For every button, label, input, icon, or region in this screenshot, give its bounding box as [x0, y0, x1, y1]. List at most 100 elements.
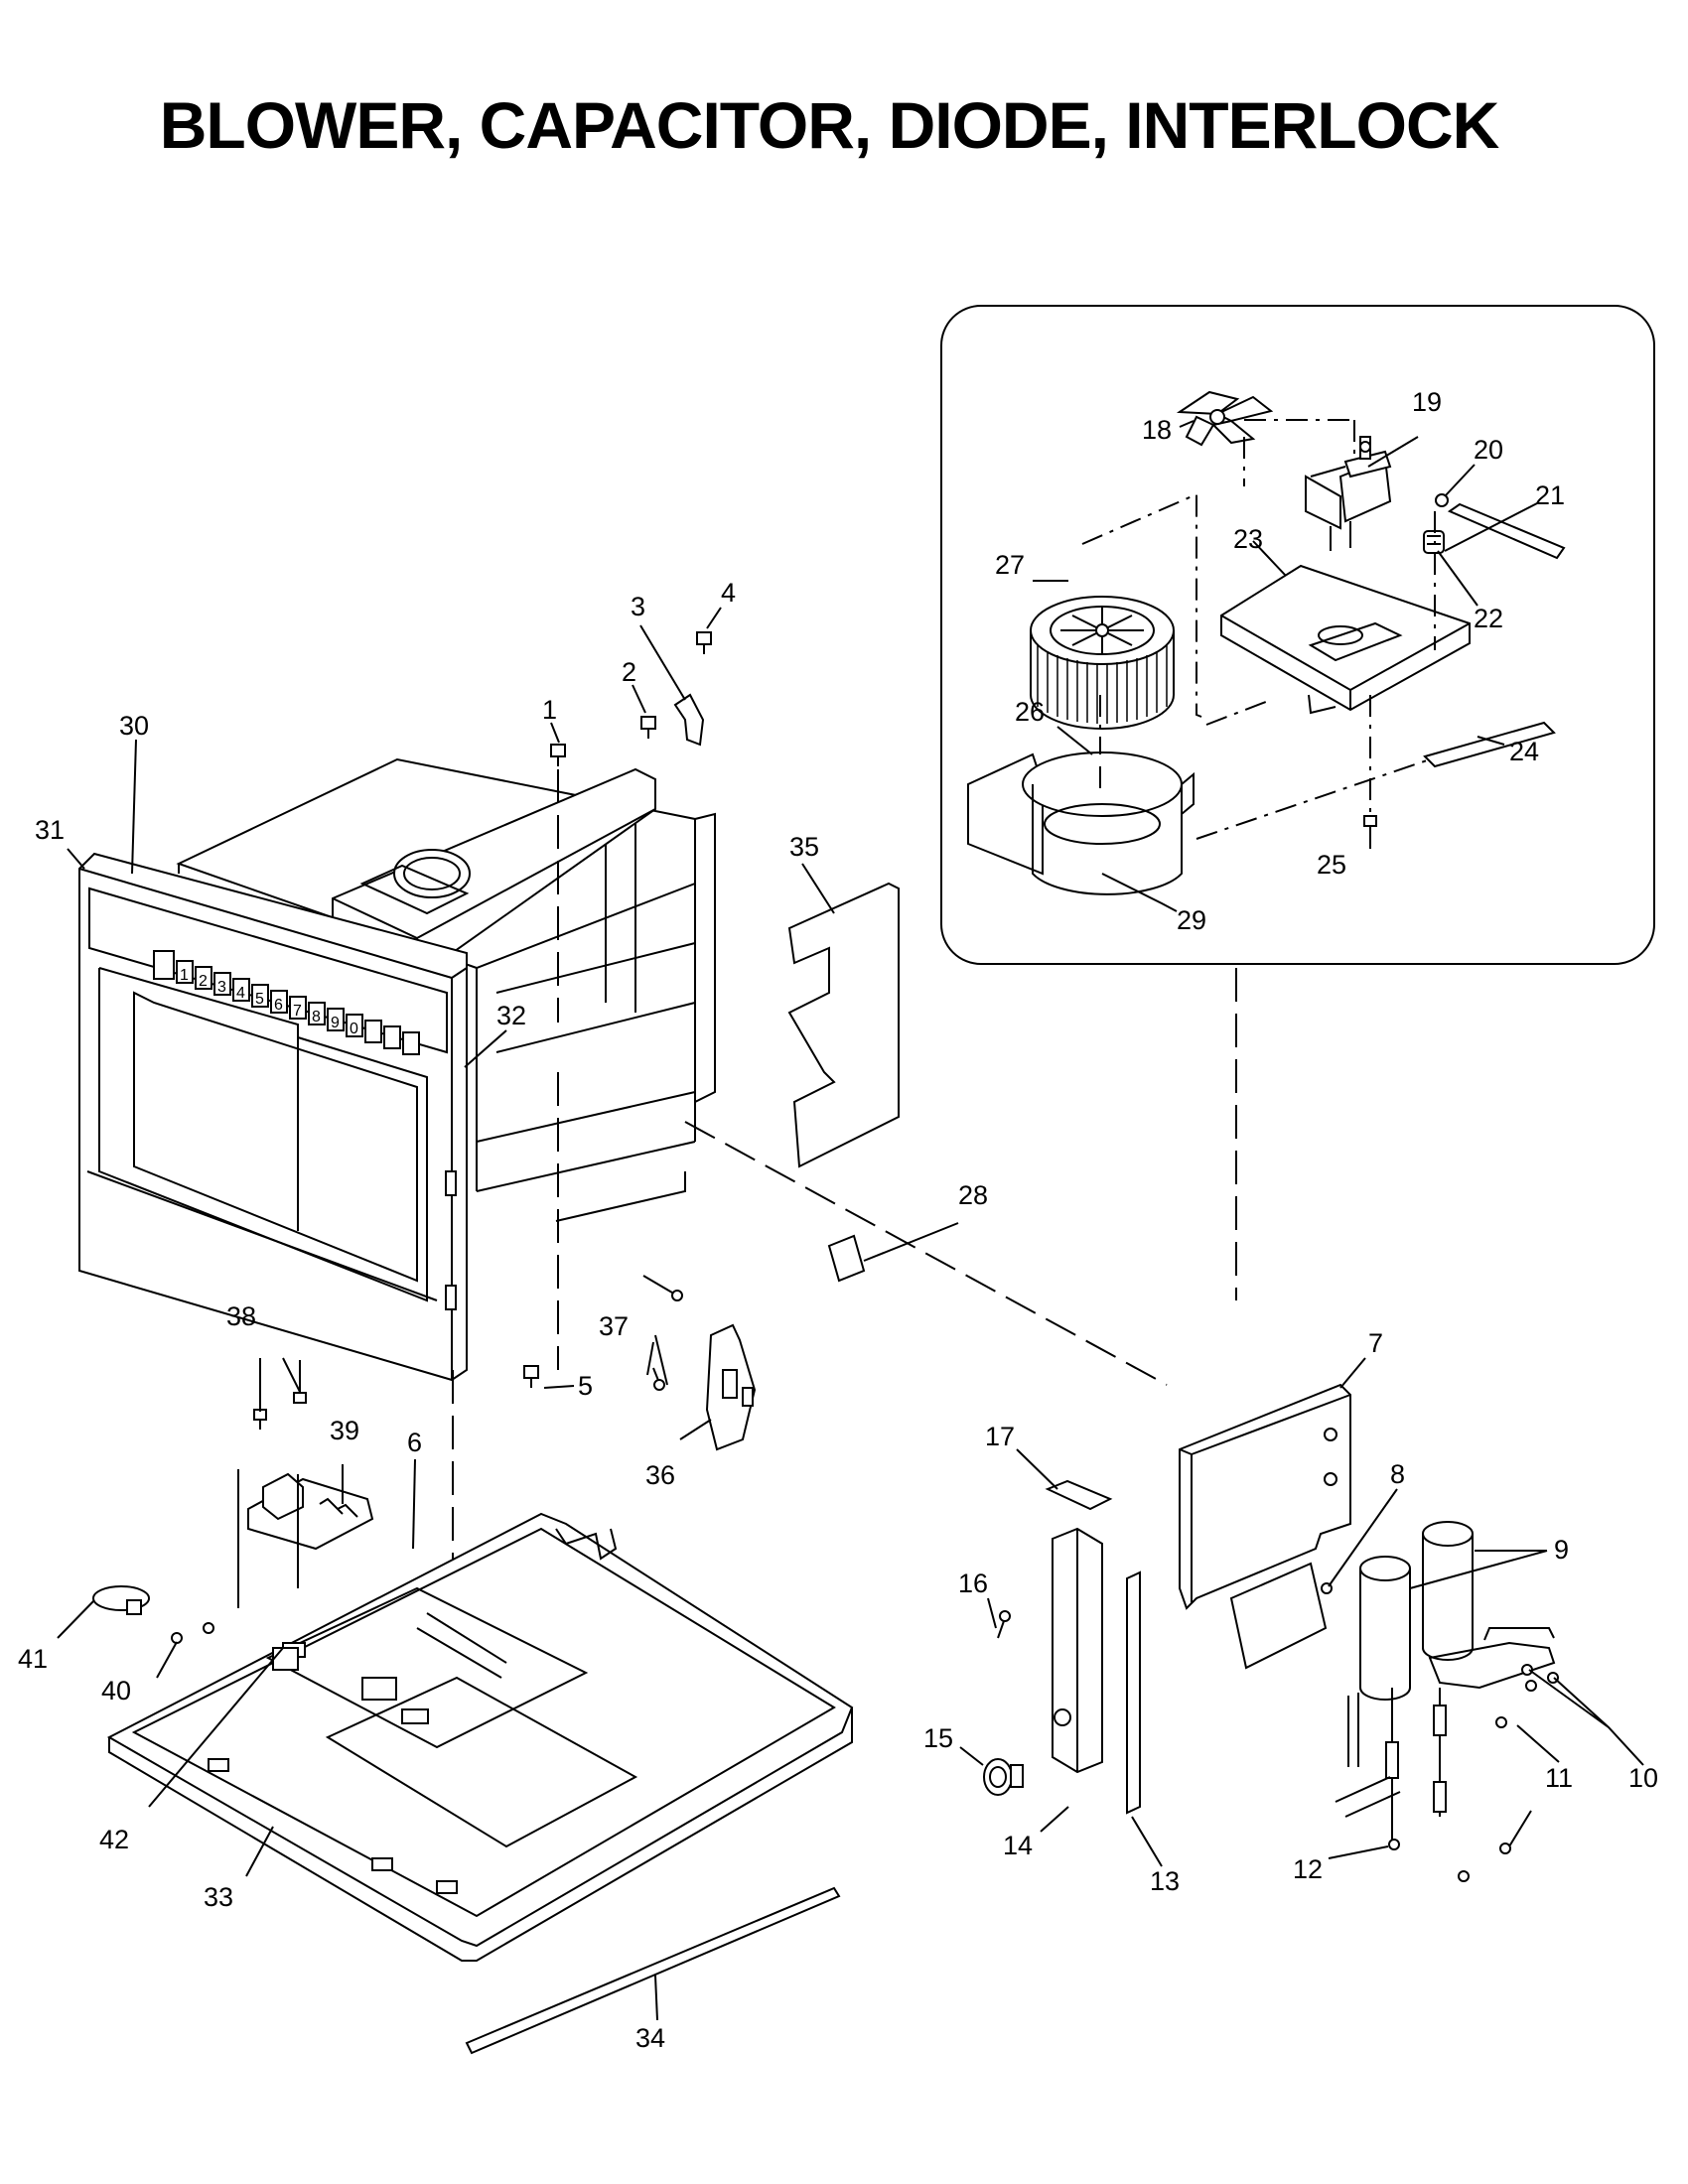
keypad-key-5 [251, 984, 269, 1008]
callout-37: 37 [599, 1311, 629, 1341]
blower-motor [1305, 436, 1392, 551]
callout-17: 17 [985, 1422, 1015, 1451]
keypad-key-label: 5 [255, 991, 264, 1008]
callout-33: 33 [204, 1882, 233, 1912]
blower-wheel [1030, 596, 1175, 730]
circuit-board [237, 1469, 374, 1608]
callout-20: 20 [1474, 435, 1503, 465]
screw-37 [642, 1275, 683, 1391]
callout-5: 5 [578, 1371, 593, 1401]
callout-13: 13 [1150, 1866, 1180, 1896]
screw-2 [640, 716, 656, 739]
keypad-key-label: 7 [293, 1003, 302, 1020]
interlock-switch-assembly [705, 1323, 757, 1451]
page-title: BLOWER, CAPACITOR, DIODE, INTERLOCK [159, 88, 1500, 162]
control-keypad: 1 2 3 4 5 6 7 8 9 0 [153, 950, 420, 1055]
capacitor-9 [1359, 1521, 1474, 1701]
keypad-key-7 [289, 996, 307, 1020]
strip-21 [1447, 502, 1566, 560]
nut-40b [203, 1622, 214, 1634]
screw-4 [696, 631, 712, 654]
screw-11c [1458, 1870, 1470, 1882]
callout-6: 6 [407, 1428, 422, 1457]
screw-5 [523, 1365, 539, 1388]
callout-10: 10 [1628, 1763, 1658, 1793]
motor-bracket [1220, 564, 1471, 715]
keypad-key-function [383, 1025, 401, 1049]
callout-19: 19 [1412, 387, 1442, 417]
callout-28: 28 [958, 1180, 988, 1210]
keypad-key-1 [176, 960, 194, 984]
callout-14: 14 [1003, 1831, 1033, 1860]
shield-plate [787, 882, 900, 1168]
screw-16 [997, 1610, 1011, 1639]
keypad-key-6 [270, 990, 288, 1014]
blower-detail-inset [940, 305, 1655, 965]
keypad-key-label: 1 [180, 967, 189, 984]
base-pan [106, 1512, 854, 1962]
callout-27: 27 [995, 550, 1025, 580]
callout-4: 4 [721, 578, 736, 608]
callout-39: 39 [330, 1416, 359, 1445]
callout-31: 31 [35, 815, 65, 845]
callout-40: 40 [101, 1676, 131, 1706]
strip-13 [1126, 1570, 1141, 1815]
callout-12: 12 [1293, 1854, 1323, 1884]
construction-line [1081, 492, 1202, 718]
callout-15: 15 [923, 1723, 953, 1753]
callout-25: 25 [1317, 850, 1346, 880]
callout-32: 32 [496, 1001, 526, 1030]
construction-line [1243, 419, 1355, 486]
assembly-line [684, 1121, 1168, 1386]
wave-stirrer-piece [673, 693, 705, 747]
screw-1 [550, 744, 566, 766]
keypad-key-function [402, 1031, 420, 1055]
keypad-key-2 [195, 966, 212, 990]
keypad-key-label: 2 [199, 973, 208, 990]
nut-40 [171, 1632, 183, 1644]
pad-17 [1045, 1479, 1113, 1511]
vertical-bracket [1052, 1527, 1103, 1774]
keypad-key-9 [327, 1008, 345, 1031]
callout-38: 38 [226, 1301, 256, 1331]
callout-26: 26 [1015, 697, 1045, 727]
callout-23: 23 [1233, 524, 1263, 554]
keypad-key-label: 6 [274, 997, 283, 1014]
foot-41 [92, 1585, 150, 1615]
keypad-key-label: 0 [350, 1021, 358, 1037]
callout-9: 9 [1554, 1535, 1569, 1565]
screw-11b [1499, 1843, 1511, 1854]
keypad-display [153, 950, 175, 980]
keypad-key-label: 3 [217, 979, 226, 996]
callout-labels: 1 2 3 4 5 6 7 8 9 10 11 12 13 14 15 16 1… [18, 387, 1658, 2053]
screw-20 [1435, 493, 1449, 507]
callout-2: 2 [622, 657, 636, 687]
callout-36: 36 [645, 1460, 675, 1490]
callout-34: 34 [635, 2023, 665, 2053]
callout-24: 24 [1509, 737, 1539, 766]
callout-41: 41 [18, 1644, 48, 1674]
keypad-key-label: 9 [331, 1015, 340, 1031]
leader-lines [57, 420, 1644, 2021]
strip-24 [1423, 721, 1556, 768]
callout-35: 35 [789, 832, 819, 862]
callout-29: 29 [1177, 905, 1206, 935]
keypad-key-8 [308, 1002, 326, 1025]
keypad-key-0 [346, 1014, 363, 1037]
trim-strip [465, 1886, 841, 2055]
top-component-box [332, 767, 656, 980]
keypad-key-label: 8 [312, 1009, 321, 1025]
screw-11 [1495, 1716, 1507, 1728]
keypad-key-3 [213, 972, 231, 996]
screw-38 [253, 1360, 307, 1430]
callout-1: 1 [542, 695, 557, 725]
callout-8: 8 [1390, 1459, 1405, 1489]
callout-11: 11 [1545, 1763, 1573, 1793]
fan-blade [1176, 390, 1274, 447]
callout-22: 22 [1474, 604, 1503, 633]
callout-7: 7 [1368, 1328, 1383, 1358]
keypad-key-function [364, 1020, 382, 1043]
callout-3: 3 [631, 592, 645, 621]
